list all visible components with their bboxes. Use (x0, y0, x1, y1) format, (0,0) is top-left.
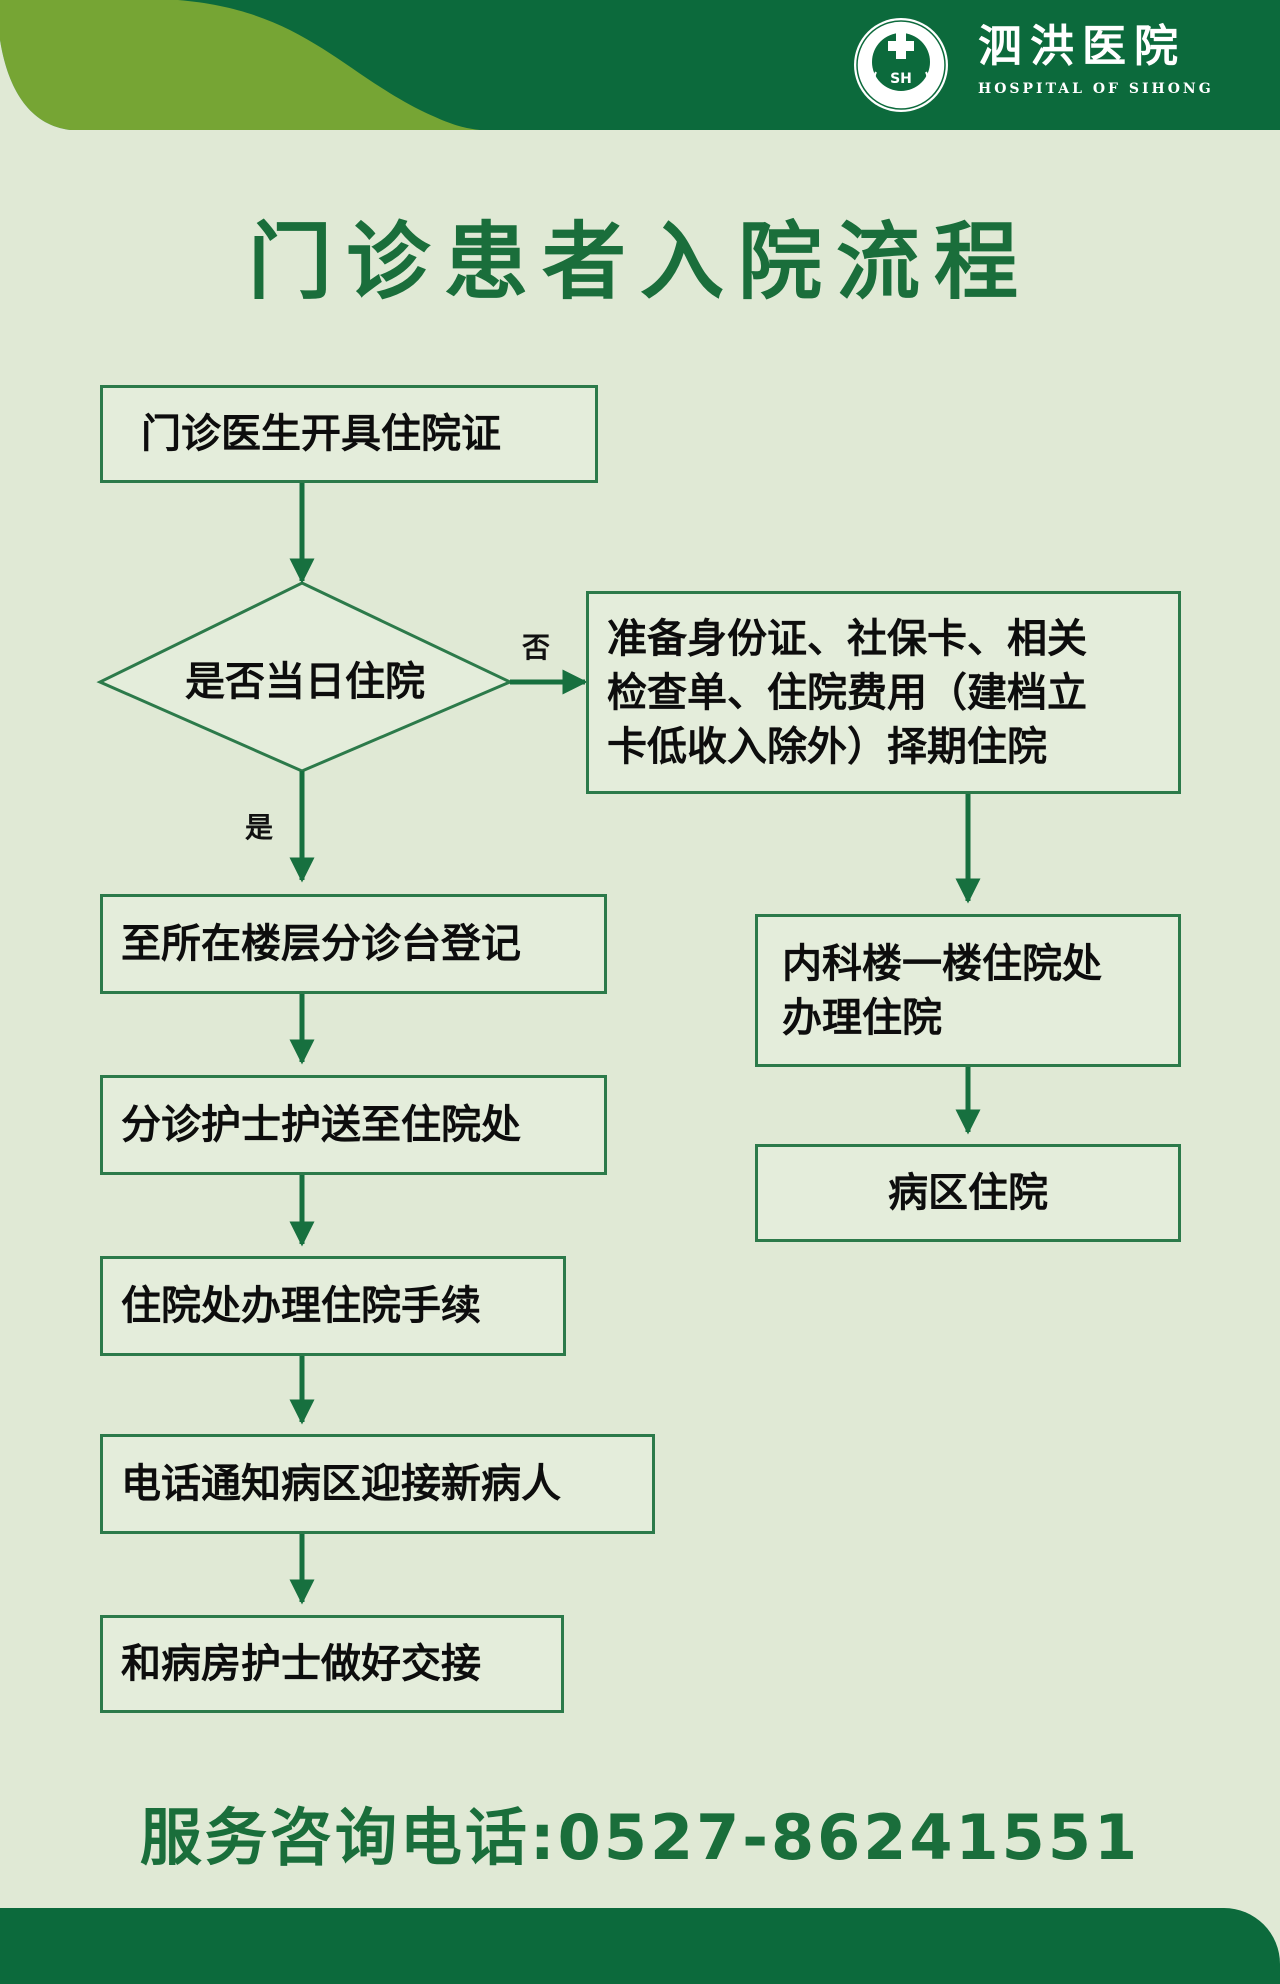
hospital-logo-icon: SH (854, 18, 948, 112)
hospital-name-en: HOSPITAL OF SIHONG (978, 81, 1214, 97)
step-text: 病区住院 (888, 1170, 1048, 1216)
no-label: 否 (522, 631, 551, 664)
step-admission-office-internal-medicine: 内科楼一楼住院处 办理住院 (755, 914, 1181, 1067)
step-handover-to-nurse: 和病房护士做好交接 (100, 1615, 564, 1713)
step-text: 门诊医生开具住院证 (141, 411, 501, 457)
step-text-line: 准备身份证、社保卡、相关 (607, 615, 1087, 662)
logo-monogram: SH (890, 71, 912, 87)
step-text-line: 办理住院 (782, 994, 942, 1041)
page-title: 门诊患者入院流程 (247, 213, 1032, 311)
step-text-line: 检查单、住院费用（建档立 (607, 669, 1087, 716)
step-text: 住院处办理住院手续 (121, 1283, 481, 1329)
step-notify-ward: 电话通知病区迎接新病人 (100, 1434, 655, 1534)
step-text-line: 内科楼一楼住院处 (782, 940, 1102, 987)
step-text: 分诊护士护送至住院处 (121, 1102, 521, 1148)
header-light-wave (0, 0, 480, 130)
step-outpatient-doctor-issues-admission-card: 门诊医生开具住院证 (100, 385, 598, 483)
step-register-at-triage: 至所在楼层分诊台登记 (100, 894, 607, 994)
step-text: 电话通知病区迎接新病人 (121, 1461, 561, 1507)
step-admission-procedures: 住院处办理住院手续 (100, 1256, 566, 1356)
hospital-name-cn: 泗洪医院 (978, 21, 1186, 72)
step-prepare-documents: 准备身份证、社保卡、相关 检查单、住院费用（建档立 卡低收入除外）择期住院 (586, 591, 1181, 794)
footer-band (0, 1908, 1280, 1984)
header-banner: SH (0, 0, 1280, 130)
step-ward-admission: 病区住院 (755, 1144, 1181, 1242)
step-text-line: 卡低收入除外）择期住院 (607, 723, 1047, 770)
step-text: 至所在楼层分诊台登记 (121, 921, 521, 967)
step-text: 和病房护士做好交接 (121, 1641, 481, 1687)
step-nurse-escort: 分诊护士护送至住院处 (100, 1075, 607, 1175)
yes-label: 是 (245, 811, 274, 844)
service-phone: 服务咨询电话:0527-86241551 (139, 1801, 1141, 1874)
header-corner-cutout (0, 40, 70, 130)
decision-text: 是否当日住院 (185, 659, 425, 705)
